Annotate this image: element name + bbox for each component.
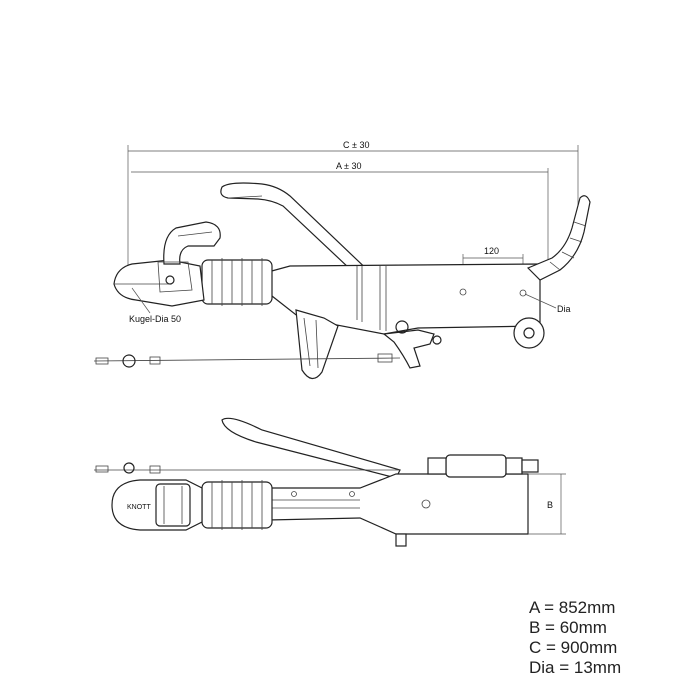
dimension-b: B (528, 473, 566, 535)
drawbar-plan (267, 473, 529, 535)
breakaway-cable (93, 353, 401, 368)
dimension-c-label: C ± 30 (343, 140, 369, 150)
legend-dia: Dia = 13mm (529, 658, 622, 677)
legend-a: A = 852mm (529, 598, 616, 617)
dimension-a-label: A ± 30 (336, 161, 361, 171)
dimension-c: C ± 30 (127, 140, 579, 270)
top-view: KNOTT B (94, 417, 566, 547)
bolt (395, 533, 407, 547)
bellows (201, 258, 273, 306)
rear-eye (513, 317, 545, 349)
brake-cable (526, 195, 591, 281)
legend-c: C = 900mm (529, 638, 618, 657)
legend-b: B = 60mm (529, 618, 607, 637)
coupling-head-plan: KNOTT (111, 479, 203, 531)
handbrake-lever-plan (221, 417, 401, 479)
dimension-legend: A = 852mm B = 60mm C = 900mm Dia = 13mm (529, 598, 694, 678)
dia-label: Dia (557, 304, 571, 314)
damper (427, 454, 539, 478)
breakaway-cable-plan (94, 462, 400, 474)
bellows-plan (201, 480, 273, 530)
dimension-a: A ± 30 (131, 161, 549, 260)
drawbar-housing (267, 263, 541, 335)
dimension-b-label: B (547, 500, 553, 510)
dimension-120-label: 120 (484, 246, 499, 256)
brake-lever (382, 329, 435, 369)
brand-label: KNOTT (127, 504, 151, 511)
ball-diameter-label: Kugel-Dia 50 (129, 314, 181, 324)
side-view: C ± 30 A ± 30 120 (93, 140, 591, 380)
